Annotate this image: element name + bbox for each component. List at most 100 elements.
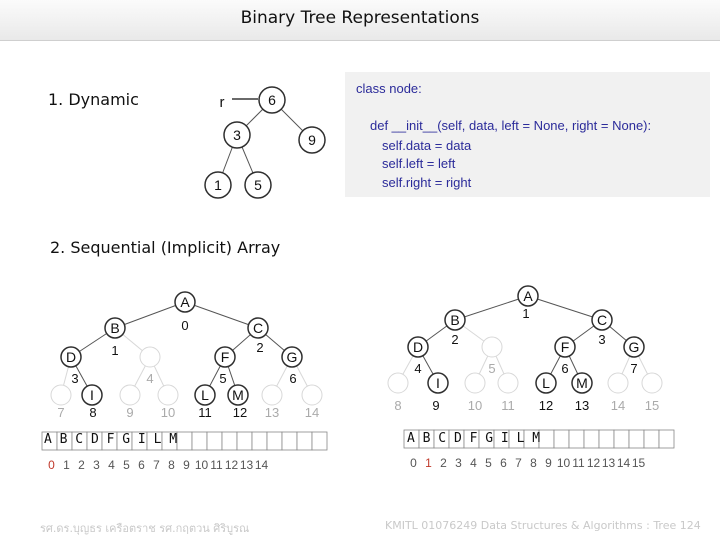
tree1-node-4	[139, 346, 161, 368]
tree2-node-12-label: L	[542, 375, 550, 391]
tree2-edge-0	[454, 295, 529, 321]
tree2-node-9	[427, 372, 449, 394]
array1-cell-15	[266, 431, 283, 451]
array2-cell-10	[553, 429, 570, 449]
tree2-node-1-label: A	[523, 288, 533, 304]
tree2-node-6-label: F	[561, 339, 570, 355]
tree1-edge-0	[114, 301, 186, 329]
tree2-node-13	[571, 372, 593, 394]
tree1-node-1-label: B	[110, 320, 119, 336]
tree2-node-index-11: 11	[501, 398, 515, 413]
tree1-node-1	[104, 317, 126, 339]
tree1-node-3	[60, 346, 82, 368]
array1-cell-9	[176, 431, 193, 451]
array2-index-1: 1	[425, 456, 432, 470]
tree1-node-index-11: 11	[198, 405, 212, 420]
array1-cell-18	[311, 431, 328, 451]
tree2-node-8	[387, 372, 409, 394]
tree2-node-3-label: C	[597, 312, 607, 328]
tree1-node-8	[81, 384, 103, 406]
title-bar	[0, 0, 720, 41]
array1-cell-17	[296, 431, 313, 451]
tree1-node-index-10: 10	[161, 405, 175, 420]
array1-index-2: 2	[78, 458, 85, 472]
tree2-node-index-10: 10	[468, 398, 482, 413]
tree2-node-10	[464, 372, 486, 394]
tree1-node-14	[301, 384, 323, 406]
tree1-node-5	[214, 346, 236, 368]
array1-index-9: 9	[183, 458, 190, 472]
array1-index-0: 0	[48, 458, 55, 472]
tree2-node-index-12: 12	[539, 398, 553, 413]
array2-cell-11	[568, 429, 585, 449]
array1-cell-11	[206, 431, 223, 451]
array2-cell-16	[643, 429, 660, 449]
tree2-node-11	[497, 372, 519, 394]
array2-index-0: 0	[410, 456, 417, 470]
dyn-node-6-label: 6	[268, 92, 276, 108]
tree2-node-index-3: 3	[598, 332, 605, 347]
array1-index-8: 8	[168, 458, 175, 472]
array2-index-8: 8	[530, 456, 537, 470]
tree2-node-4	[407, 336, 429, 358]
root-pointer-r: r	[220, 94, 225, 111]
tree2-node-index-13: 13	[575, 398, 589, 413]
tree2-edge-1	[527, 295, 603, 321]
tree2-node-15	[641, 372, 663, 394]
array1-index-5: 5	[123, 458, 130, 472]
array2-index-13: 13	[602, 456, 616, 470]
tree1-node-6-label: G	[287, 349, 298, 365]
tree1-node-index-0: 0	[181, 318, 188, 333]
dyn-node-1-label: 1	[214, 177, 222, 193]
tree2-node-index-8: 8	[394, 398, 401, 413]
array2-index-12: 12	[587, 456, 601, 470]
array1-cell-14	[251, 431, 268, 451]
tree1-node-11-label: L	[201, 387, 209, 403]
array2-index-7: 7	[515, 456, 522, 470]
array1-index-10: 10	[195, 458, 209, 472]
tree1-node-2	[247, 317, 269, 339]
tree2-node-1	[517, 285, 539, 307]
tree1-node-index-9: 9	[126, 405, 133, 420]
array1-index-14: 14	[255, 458, 269, 472]
tree1-node-5-label: F	[221, 349, 230, 365]
tree2-node-index-4: 4	[414, 361, 421, 376]
tree1-node-13	[261, 384, 283, 406]
tree2-node-12	[535, 372, 557, 394]
tree1-node-index-4: 4	[146, 371, 153, 386]
code-line-init: def __init__(self, data, left = None, ri…	[370, 118, 652, 133]
dyn-node-6	[258, 86, 286, 114]
array2-index-14: 14	[617, 456, 631, 470]
tree2-node-9-label: I	[436, 375, 440, 391]
array1-cell-12	[221, 431, 238, 451]
tree2-node-3	[591, 309, 613, 331]
dyn-node-9	[298, 126, 326, 154]
tree2-node-index-14: 14	[611, 398, 625, 413]
array1-cell-16	[281, 431, 298, 451]
tree1-node-0-label: A	[180, 294, 190, 310]
dyn-node-9-label: 9	[308, 132, 316, 148]
code-line-data: self.data = data	[382, 138, 472, 153]
array1-index-6: 6	[138, 458, 145, 472]
tree1-node-2-label: C	[253, 320, 263, 336]
tree1-node-index-6: 6	[289, 371, 296, 386]
code-line-left: self.left = left	[382, 156, 456, 171]
tree1-node-8-label: I	[90, 387, 94, 403]
tree1-node-0	[174, 291, 196, 313]
tree2-node-7-label: G	[629, 339, 640, 355]
section-sequential-heading: 2. Sequential (Implicit) Array	[50, 238, 281, 257]
slide-title: Binary Tree Representations	[240, 8, 480, 28]
footer-course: KMITL 01076249 Data Structures & Algorit…	[385, 519, 701, 532]
tree1-node-11	[194, 384, 216, 406]
tree2-node-index-7: 7	[630, 361, 637, 376]
tree1-node-3-label: D	[66, 349, 76, 365]
array2-index-3: 3	[455, 456, 462, 470]
array2-index-2: 2	[440, 456, 447, 470]
array2-index-15: 15	[632, 456, 646, 470]
tree2-node-index-6: 6	[561, 361, 568, 376]
array1-index-1: 1	[63, 458, 70, 472]
tree2-node-5	[481, 336, 503, 358]
class-node-code-box	[345, 72, 710, 197]
array2-cell-17	[658, 429, 675, 449]
array2-index-9: 9	[545, 456, 552, 470]
